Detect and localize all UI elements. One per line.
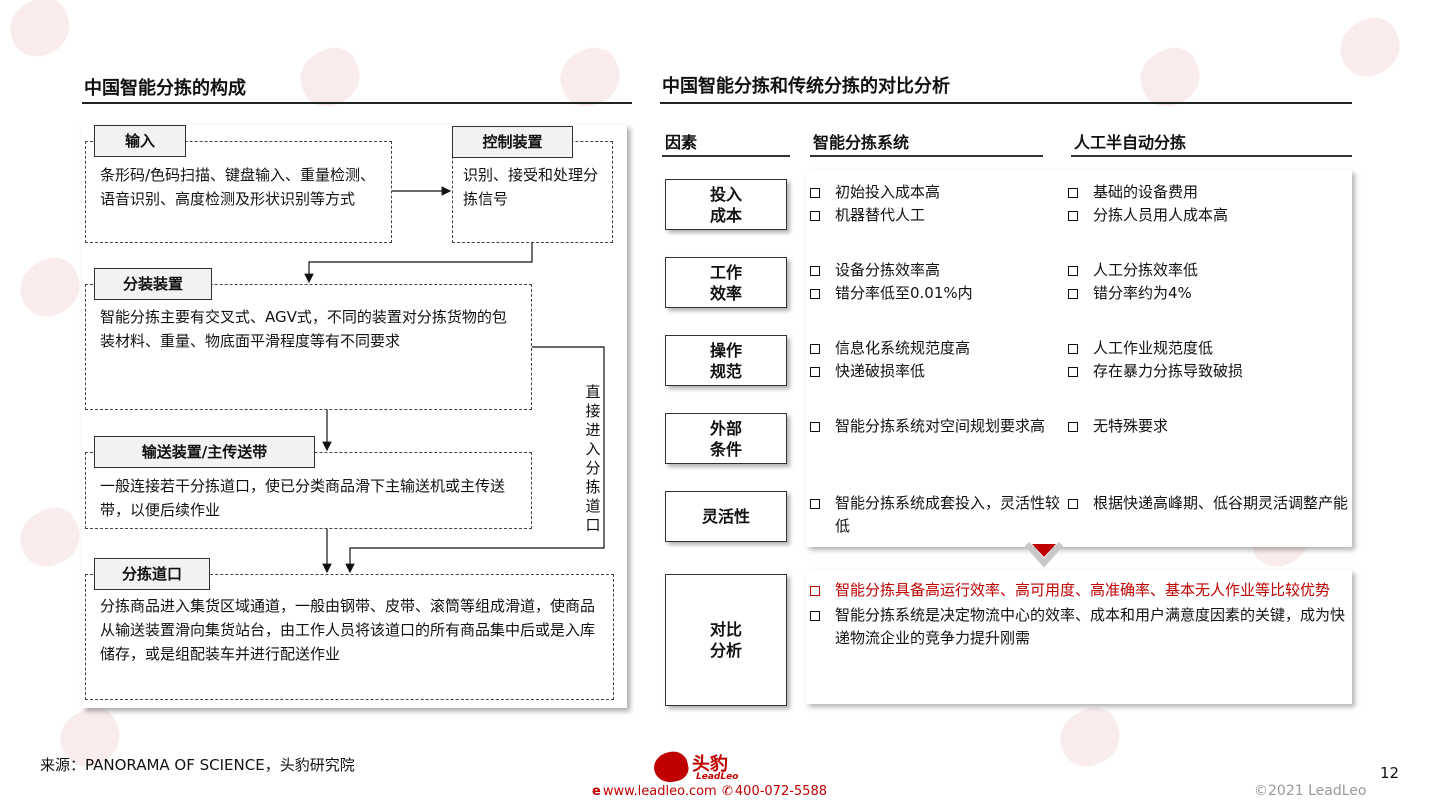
sorter-box: 智能分拣主要有交叉式、AGV式，不同的装置对分拣货物的包装材料、重量、物底面平滑… <box>85 284 532 410</box>
checkbox-bullet-icon <box>810 211 820 221</box>
checkbox-bullet-icon <box>810 188 820 198</box>
checkbox-bullet-icon <box>1068 422 1078 432</box>
row-label-investment-cost: 投入成本 <box>665 179 787 230</box>
checkbox-bullet-icon <box>1068 211 1078 221</box>
input-label: 输入 <box>94 125 186 157</box>
row-label-flexibility: 灵活性 <box>665 491 787 542</box>
header-smart-sorting: 智能分拣系统 <box>813 133 910 152</box>
row-operation-manual: 人工作业规范度低 存在暴力分拣导致破损 <box>1066 337 1348 383</box>
list-item: 根据快递高峰期、低谷期灵活调整产能 <box>1066 492 1348 515</box>
list-item: 智能分拣系统成套投入，灵活性较低 <box>808 492 1066 538</box>
checkbox-bullet-icon <box>1068 289 1078 299</box>
list-item: 无特殊要求 <box>1066 415 1348 438</box>
list-item: 初始投入成本高 <box>808 181 1063 204</box>
checkbox-bullet-icon <box>1068 188 1078 198</box>
copyright: ©2021 LeadLeo <box>1254 783 1367 799</box>
header-smart-underline <box>810 155 1043 157</box>
sorting-exit-text: 分拣商品进入集货区域通道，一般由钢带、皮带、滚筒等组成滑道，使商品从输送装置滑向… <box>100 597 596 663</box>
checkbox-bullet-icon <box>810 266 820 276</box>
page-number: 12 <box>1380 764 1400 782</box>
right-section-title: 中国智能分拣和传统分拣的对比分析 <box>662 76 950 97</box>
checkbox-bullet-icon <box>810 422 820 432</box>
control-text: 识别、接受和处理分拣信号 <box>463 166 599 208</box>
sorter-text: 智能分拣主要有交叉式、AGV式，不同的装置对分拣货物的包装材料、重量、物底面平滑… <box>100 308 507 350</box>
row-flexibility-smart: 智能分拣系统成套投入，灵活性较低 <box>808 492 1066 538</box>
conclusion-list: 智能分拣具备高运行效率、高可用度、高准确率、基本无人作业等比较优势 智能分拣系统… <box>808 579 1346 650</box>
list-item: 错分率约为4% <box>1066 282 1348 305</box>
source-note: 来源：PANORAMA OF SCIENCE，头豹研究院 <box>40 756 355 774</box>
checkbox-bullet-icon <box>1068 344 1078 354</box>
logo-name: 头豹 <box>692 754 728 775</box>
row-efficiency-manual: 人工分拣效率低 错分率约为4% <box>1066 259 1348 305</box>
list-item: 基础的设备费用 <box>1066 181 1348 204</box>
row-external-smart: 智能分拣系统对空间规划要求高 <box>808 415 1066 438</box>
list-item: 机器替代人工 <box>808 204 1063 227</box>
globe-icon: e <box>592 784 601 799</box>
checkbox-bullet-icon <box>1068 367 1078 377</box>
row-operation-smart: 信息化系统规范度高 快递破损率低 <box>808 337 1063 383</box>
leopard-logo-icon <box>651 748 691 786</box>
row-flexibility-manual: 根据快递高峰期、低谷期灵活调整产能 <box>1066 492 1348 515</box>
sorting-exit-box: 分拣商品进入集货区域通道，一般由钢带、皮带、滚筒等组成滑道，使商品从输送装置滑向… <box>85 574 614 700</box>
conclusion-panel <box>806 570 1352 704</box>
row-label-work-efficiency: 工作效率 <box>665 257 787 308</box>
checkbox-bullet-icon <box>810 367 820 377</box>
header-manual-sorting: 人工半自动分拣 <box>1074 133 1187 152</box>
row-label-external-conditions: 外部条件 <box>665 413 787 464</box>
row-investment-smart: 初始投入成本高 机器替代人工 <box>808 181 1063 227</box>
list-item: 人工分拣效率低 <box>1066 259 1348 282</box>
left-section-title: 中国智能分拣的构成 <box>84 78 246 99</box>
list-item: 设备分拣效率高 <box>808 259 1063 282</box>
checkbox-bullet-icon <box>810 499 820 509</box>
row-label-operation-standard: 操作规范 <box>665 335 787 386</box>
list-item: 智能分拣系统对空间规划要求高 <box>808 415 1066 438</box>
header-factor-underline <box>662 155 790 157</box>
chevron-down-icon <box>1024 541 1064 568</box>
checkbox-bullet-icon <box>810 611 820 621</box>
control-label: 控制装置 <box>452 126 573 158</box>
list-item: 快递破损率低 <box>808 360 1063 383</box>
checkbox-bullet-icon <box>810 289 820 299</box>
header-factor: 因素 <box>665 133 698 152</box>
checkbox-bullet-icon <box>810 344 820 354</box>
left-title-underline <box>82 102 632 104</box>
row-label-comparison-analysis: 对比分析 <box>665 574 787 706</box>
right-title-underline <box>660 102 1352 104</box>
leadleo-logo: 头豹 LeadLeo <box>651 748 744 786</box>
row-efficiency-smart: 设备分拣效率高 错分率低至0.01%内 <box>808 259 1063 305</box>
list-item: 错分率低至0.01%内 <box>808 282 1063 305</box>
checkbox-bullet-icon <box>1068 266 1078 276</box>
conveyor-label: 输送装置/主传送带 <box>94 436 315 468</box>
list-item: 人工作业规范度低 <box>1066 337 1348 360</box>
phone-icon: ✆ <box>722 784 733 799</box>
checkbox-bullet-icon <box>1068 499 1078 509</box>
list-item: 信息化系统规范度高 <box>808 337 1063 360</box>
list-item: 智能分拣系统是决定物流中心的效率、成本和用户满意度因素的关键，成为快递物流企业的… <box>808 604 1346 650</box>
row-investment-manual: 基础的设备费用 分拣人员用人成本高 <box>1066 181 1348 227</box>
list-item: 存在暴力分拣导致破损 <box>1066 360 1348 383</box>
input-text: 条形码/色码扫描、键盘输入、重量检测、语音识别、高度检测及形状识别等方式 <box>100 166 376 208</box>
phone-contact: ✆400-072-5588 <box>722 784 827 799</box>
direct-entry-label: 直接进入分拣道口 <box>585 383 601 534</box>
row-external-manual: 无特殊要求 <box>1066 415 1348 438</box>
checkbox-bullet-icon <box>810 586 820 596</box>
list-item: 智能分拣具备高运行效率、高可用度、高准确率、基本无人作业等比较优势 <box>808 579 1346 602</box>
list-item: 分拣人员用人成本高 <box>1066 204 1348 227</box>
conveyor-text: 一般连接若干分拣道口，使已分类商品滑下主输送机或主传送带，以便后续作业 <box>100 477 506 519</box>
sorter-label: 分装装置 <box>94 268 212 300</box>
header-manual-underline <box>1071 155 1352 157</box>
sorting-exit-label: 分拣道口 <box>94 558 210 590</box>
input-box: 条形码/色码扫描、键盘输入、重量检测、语音识别、高度检测及形状识别等方式 <box>85 141 392 243</box>
logo-subtitle: LeadLeo <box>696 772 739 782</box>
comparison-table-panel <box>806 170 1352 547</box>
